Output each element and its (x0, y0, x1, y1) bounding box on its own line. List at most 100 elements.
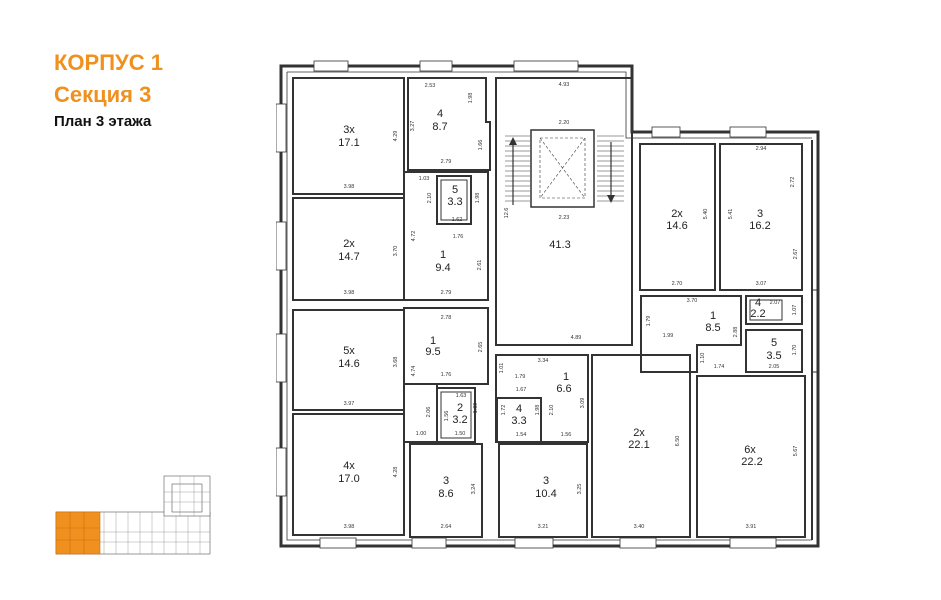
room-area: 17.1 (338, 137, 359, 149)
dimension-label: 3.24 (471, 484, 477, 495)
room-name: 4х (343, 460, 355, 472)
dimension-label: 4.74 (411, 366, 417, 377)
dimension-label: 1.56 (444, 411, 450, 422)
dimension-label: 4.72 (411, 231, 417, 242)
room-name: 5х (343, 345, 355, 357)
dimension-label: 3.34 (538, 358, 549, 364)
key-plan-current-section (55, 511, 101, 555)
floor-plan-title: План 3 этажа (54, 113, 152, 130)
room-area: 3.3 (447, 196, 462, 208)
dimension-label: 2.53 (425, 83, 436, 89)
plan-walls (279, 64, 820, 548)
dimension-label: 2.67 (793, 249, 799, 260)
room-area: 17.0 (338, 473, 359, 485)
stair-flights (505, 135, 624, 205)
room-area: 22.2 (741, 456, 762, 468)
room-name: 4 (516, 403, 522, 415)
dimension-label: 2.78 (441, 315, 452, 321)
dimension-label: 5.41 (728, 209, 734, 220)
room-name: 4 (437, 108, 443, 120)
room-name: 2х (671, 208, 683, 220)
key-plan-thumbnail[interactable] (54, 472, 214, 556)
dimension-label: 3.98 (344, 524, 355, 530)
dimension-label: 4.29 (393, 131, 399, 142)
dimension-label: 2.61 (477, 260, 483, 271)
dimension-label: 4.93 (559, 82, 570, 88)
room-area: 22.1 (628, 439, 649, 451)
dimension-label: 1.70 (792, 345, 798, 356)
dimension-label: 1.76 (453, 234, 464, 240)
dimension-label: 2.05 (769, 364, 780, 370)
room-labels: 3х 17.1 4 8.7 5 3.3 2х 14.7 1 9.4 41.3 2… (338, 108, 781, 500)
dimension-label: 3.98 (344, 290, 355, 296)
room-area: 14.6 (666, 220, 687, 232)
dimension-label: 3.07 (756, 281, 767, 287)
room-area: 2.2 (750, 308, 765, 320)
dimension-label: 1.69 (473, 403, 479, 414)
dimension-label: 4.28 (393, 467, 399, 478)
dimension-label: 1.98 (535, 405, 541, 416)
dimension-label: 1.98 (468, 93, 474, 104)
dimension-label: 2.20 (559, 120, 570, 126)
dimension-label: 2.23 (559, 215, 570, 221)
dimension-label: 3.70 (393, 246, 399, 257)
room-name: 5 (771, 337, 777, 349)
dimension-label: 3.98 (344, 184, 355, 190)
dimension-label: 6.50 (675, 436, 681, 447)
dimension-label: 2.64 (441, 524, 452, 530)
dimension-label: 1.07 (792, 305, 798, 316)
dimension-labels: 3.98 4.29 2.53 1.98 2.79 1.66 3.27 1.03 … (344, 82, 799, 530)
key-plan-outline (55, 475, 211, 555)
room-area: 8.6 (438, 488, 453, 500)
dimension-label: 2.94 (756, 146, 767, 152)
dimension-label: 3.40 (634, 524, 645, 530)
dimension-label: 2.88 (733, 327, 739, 338)
room-name: 6х (744, 444, 756, 456)
room-area: 14.6 (338, 358, 359, 370)
room-name: 3х (343, 124, 355, 136)
dimension-label: 2.07 (770, 300, 781, 306)
dimension-label: 1.74 (714, 364, 725, 370)
key-plan-rooms (100, 476, 210, 554)
room-area: 9.4 (435, 262, 450, 274)
room-name: 2х (633, 427, 645, 439)
dimension-label: 2.10 (549, 405, 555, 416)
dimension-label: 1.01 (499, 363, 505, 374)
room-area: 14.7 (338, 251, 359, 263)
dimension-label: 1.99 (663, 333, 674, 339)
dimension-label: 2.65 (478, 342, 484, 353)
room-name: 1 (440, 249, 446, 261)
dimension-label: 1.00 (416, 431, 427, 437)
dimension-label: 3.25 (577, 484, 583, 495)
room-name: 3 (543, 475, 549, 487)
dimension-label: 5.67 (793, 446, 799, 457)
dimension-label: 2.06 (426, 407, 432, 418)
room-name: 2 (457, 402, 463, 414)
dimension-label: 3.70 (687, 298, 698, 304)
section-title: Секция 3 (54, 82, 152, 107)
dimension-label: 2.72 (790, 177, 796, 188)
room-name: 2х (343, 238, 355, 250)
dimension-label: 5.40 (703, 209, 709, 220)
dimension-label: 12.6 (504, 208, 510, 219)
dimension-label: 4.89 (571, 335, 582, 341)
room-area: 3.2 (452, 414, 467, 426)
room-area: 10.4 (535, 488, 556, 500)
building-title: КОРПУС 1 (54, 50, 163, 75)
room-name: 1 (430, 335, 436, 347)
dimension-label: 3.97 (344, 401, 355, 407)
room-area: 8.7 (432, 121, 447, 133)
floor-plan: 3х 17.1 4 8.7 5 3.3 2х 14.7 1 9.4 41.3 2… (276, 60, 820, 549)
room-area: 16.2 (749, 220, 770, 232)
dimension-label: 1.54 (516, 432, 527, 438)
dimension-label: 2.79 (441, 159, 452, 165)
dimension-label: 1.10 (700, 353, 706, 364)
room-name: 1 (563, 371, 569, 383)
room-area: 3.3 (511, 415, 526, 427)
dimension-label: 3.91 (746, 524, 757, 530)
dimension-label: 3.68 (393, 357, 399, 368)
dimension-label: 1.56 (561, 432, 572, 438)
room-name: 3 (757, 208, 763, 220)
dimension-label: 1.67 (516, 387, 527, 393)
room-area: 41.3 (549, 239, 570, 251)
